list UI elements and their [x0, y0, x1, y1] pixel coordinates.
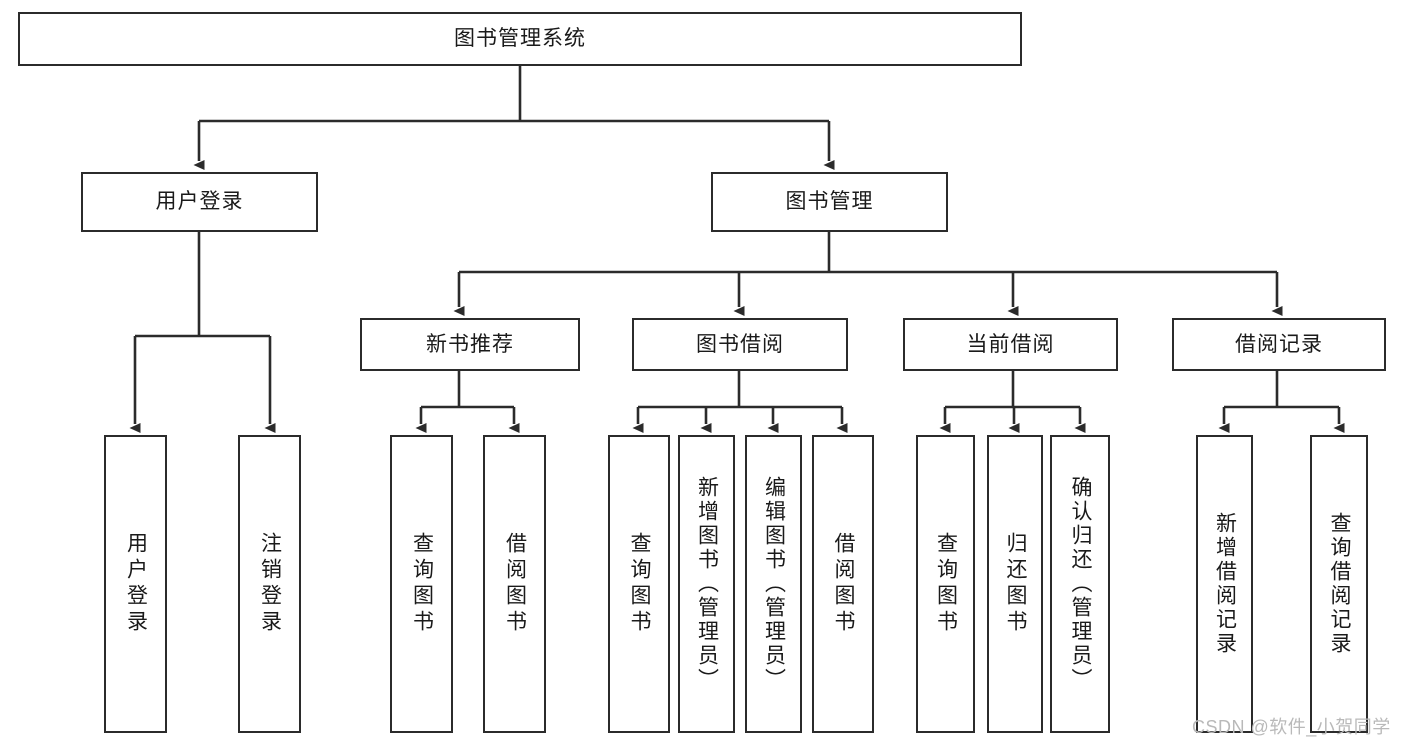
- leaf-query-book-borrow[interactable]: 查询图书: [608, 435, 670, 733]
- node-borrow-record[interactable]: 借阅记录: [1172, 318, 1386, 371]
- node-new-book-recommend[interactable]: 新书推荐: [360, 318, 580, 371]
- leaf-borrow-book[interactable]: 借阅图书: [812, 435, 874, 733]
- leaf-borrow-book-recommend[interactable]: 借阅图书: [483, 435, 546, 733]
- leaf-add-borrow-record[interactable]: 新增借阅记录: [1196, 435, 1253, 733]
- leaf-edit-book-admin[interactable]: 编辑图书（管理员）: [745, 435, 802, 733]
- leaf-confirm-return-admin[interactable]: 确认归还（管理员）: [1050, 435, 1110, 733]
- leaf-query-book-recommend[interactable]: 查询图书: [390, 435, 453, 733]
- node-book-management[interactable]: 图书管理: [711, 172, 948, 232]
- leaf-logout[interactable]: 注销登录: [238, 435, 301, 733]
- csdn-watermark: CSDN @软件_小贺同学: [1192, 717, 1391, 737]
- node-current-borrow[interactable]: 当前借阅: [903, 318, 1118, 371]
- leaf-query-book-current[interactable]: 查询图书: [916, 435, 975, 733]
- leaf-user-login[interactable]: 用户登录: [104, 435, 167, 733]
- leaf-return-book[interactable]: 归还图书: [987, 435, 1043, 733]
- node-book-borrow[interactable]: 图书借阅: [632, 318, 848, 371]
- leaf-query-borrow-record[interactable]: 查询借阅记录: [1310, 435, 1368, 733]
- node-root[interactable]: 图书管理系统: [18, 12, 1022, 66]
- leaf-add-book-admin[interactable]: 新增图书（管理员）: [678, 435, 735, 733]
- node-user-login[interactable]: 用户登录: [81, 172, 318, 232]
